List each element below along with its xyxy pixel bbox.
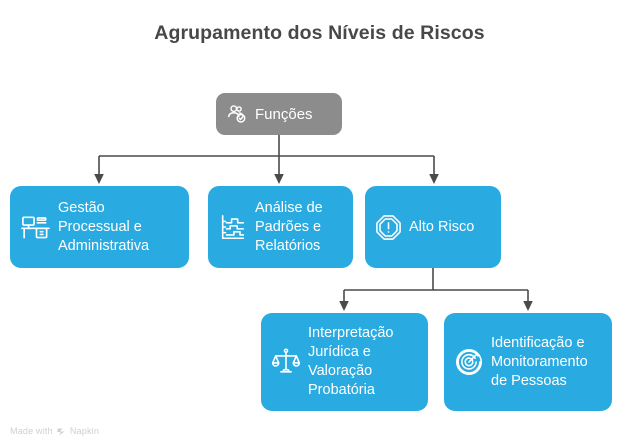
node-alto-risco-label: Alto Risco (409, 218, 475, 235)
napkin-logo-icon (57, 427, 66, 436)
node-interpretacao-juridica-e-valoracao-probatoria[interactable]: Interpretação Jurídica e Valoração Proba… (261, 313, 428, 411)
node-identificacao-e-monitoramento-de-pessoas[interactable]: Identificação e Monitoramento de Pessoas (444, 313, 612, 411)
alert-octagon-icon (375, 214, 402, 241)
watermark-made-with-text: Made with (10, 426, 53, 436)
node-gestao-label: Gestão Processual e Administrativa (58, 199, 150, 254)
node-interpretacao-label: Interpretação Jurídica e Valoração Proba… (308, 325, 394, 398)
node-alto-risco[interactable]: Alto Risco (365, 186, 501, 268)
node-funcoes-label: Funções (255, 105, 313, 123)
page-title: Agrupamento dos Níveis de Riscos (154, 22, 485, 44)
node-analise-de-padroes-e-relatorios[interactable]: Análise de Padrões e Relatórios (208, 186, 353, 268)
scales-balance-icon (271, 347, 301, 377)
bar-chart-icon (218, 212, 248, 242)
node-gestao-processual-e-administrativa[interactable]: Gestão Processual e Administrativa (10, 186, 189, 268)
watermark-brand-text: Napkin (69, 426, 100, 436)
users-check-icon (226, 103, 248, 125)
desk-computer-icon (20, 212, 51, 243)
napkin-watermark: Made with Napkin (10, 426, 99, 436)
target-radar-icon (454, 347, 484, 377)
node-identificacao-label: Identificação e Monitoramento de Pessoas (491, 334, 588, 389)
node-funcoes[interactable]: Funções (216, 93, 342, 135)
node-analise-label: Análise de Padrões e Relatórios (255, 199, 323, 254)
